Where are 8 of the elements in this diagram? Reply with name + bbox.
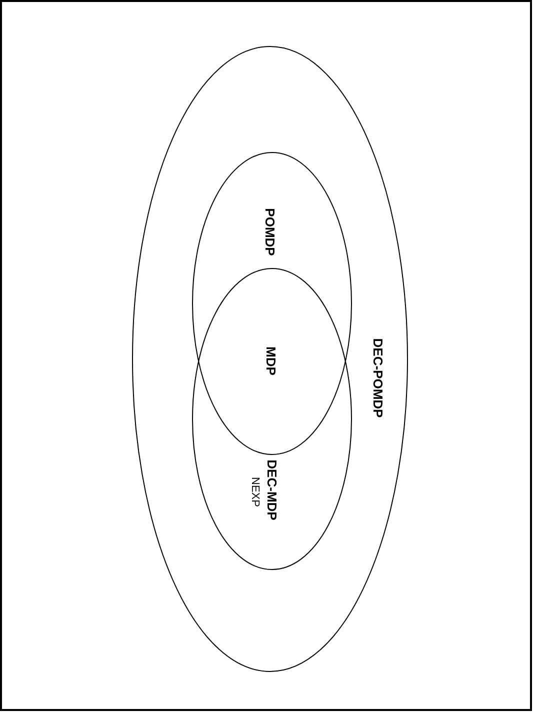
set-label: POMDP — [262, 208, 278, 256]
intersection-label: MDP — [264, 346, 278, 376]
set-ellipse — [132, 46, 408, 672]
set-ellipse — [192, 152, 352, 455]
complexity-label: NEXP — [249, 477, 261, 507]
set-label: DEC-MDP — [264, 460, 280, 520]
set-label: DEC-POMDP — [370, 338, 386, 418]
set-ellipse — [192, 268, 352, 570]
